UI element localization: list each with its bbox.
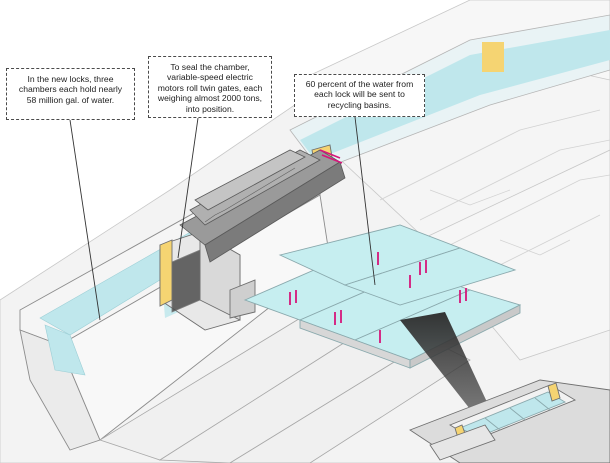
callout-water-recycling: 60 percent of the water from each lock w…: [294, 74, 425, 117]
inset-beam: [400, 312, 500, 432]
callout-chamber-volume: In the new locks, three chambers each ho…: [6, 68, 135, 120]
far-structure-lines: [379, 109, 610, 281]
container-ship-icon: [179, 149, 346, 263]
inset-lock-overview: [409, 379, 610, 463]
intake-valve-icon: [289, 252, 467, 343]
basin-5: [343, 247, 517, 306]
lock-gate-left: [159, 239, 173, 307]
front-steps: [99, 299, 471, 463]
leader-lines: [69, 116, 376, 321]
gate-indicator-marks: [319, 149, 343, 164]
callout-gate-motors: To seal the chamber, variable-speed elec…: [148, 56, 272, 118]
far-gate: [482, 42, 504, 72]
